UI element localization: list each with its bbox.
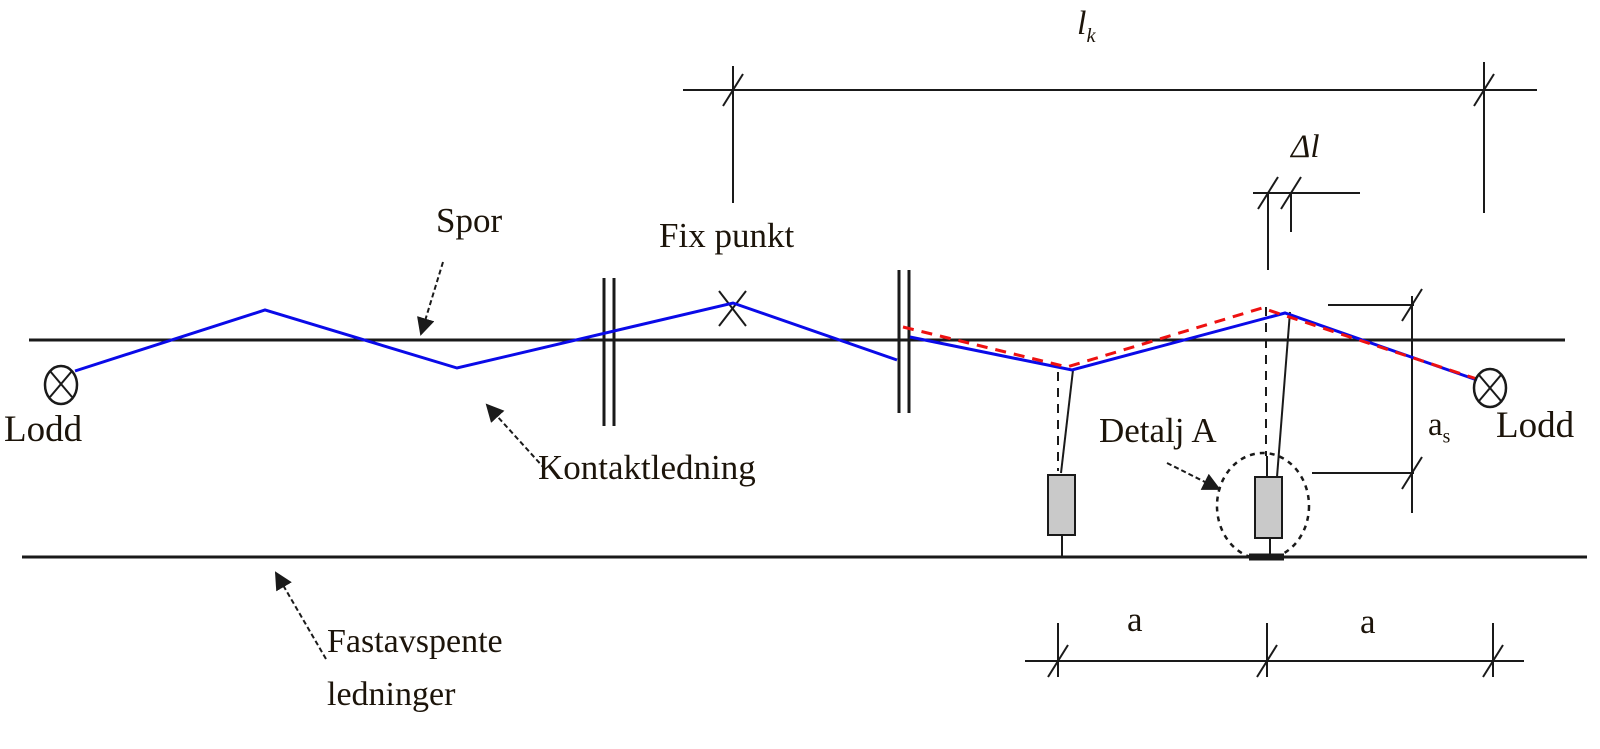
lk-slash-right bbox=[1473, 73, 1495, 107]
weight-label-right-text: Lodd bbox=[1496, 405, 1575, 446]
lodd-left-x-stroke-2 bbox=[49, 370, 73, 398]
contact-wire-right-section bbox=[909, 311, 1478, 382]
suspension-2-solid bbox=[1276, 311, 1291, 478]
track-label-text: Spor bbox=[436, 201, 503, 240]
a-slash-mid bbox=[1256, 644, 1278, 678]
dimension-label-delta-l: Δl bbox=[1291, 130, 1320, 165]
displaced-wire-dashed bbox=[902, 306, 1478, 381]
kontaktledning-leader-arrow bbox=[485, 403, 546, 470]
delta-l-slash-right bbox=[1280, 176, 1302, 210]
dimension-label-delta-l-text: Δl bbox=[1291, 129, 1320, 165]
dimension-label-a-right-text: a bbox=[1360, 602, 1376, 641]
dimension-label-lk: lk bbox=[1077, 5, 1096, 46]
dimension-label-lk-main: l bbox=[1077, 5, 1087, 42]
dimension-label-a-left: a bbox=[1127, 600, 1143, 639]
wire-clamp-2 bbox=[1254, 476, 1283, 539]
fixpoint-label-text: Fix punkt bbox=[659, 216, 795, 255]
fixpoint-label: Fix punkt bbox=[659, 216, 795, 255]
as-slash-bottom bbox=[1401, 456, 1423, 490]
a-slash-left bbox=[1047, 644, 1069, 678]
dimension-label-as-main: a bbox=[1428, 407, 1443, 443]
a-slash-right bbox=[1482, 644, 1504, 678]
dimension-label-lk-sub: k bbox=[1086, 24, 1096, 47]
delta-l-slash-left bbox=[1257, 176, 1279, 210]
track-label: Spor bbox=[436, 201, 503, 240]
fixed-tensioned-wires-label: Fastavspente ledninger bbox=[327, 615, 503, 721]
lodd-right-x-stroke-2 bbox=[1478, 374, 1502, 402]
as-slash-top bbox=[1401, 288, 1423, 322]
detail-a-label: Detalj A bbox=[1099, 411, 1217, 450]
detalj-a-circle bbox=[1215, 451, 1311, 561]
dimension-label-as-sub: s bbox=[1442, 425, 1451, 448]
contact-wire-label-text: Kontaktledning bbox=[538, 448, 756, 487]
dimension-label-a-left-text: a bbox=[1127, 600, 1143, 639]
dimension-label-a-right: a bbox=[1360, 602, 1376, 641]
detalj-a-leader-arrow bbox=[1166, 462, 1221, 490]
fixed-tensioned-wires-label-line2: ledninger bbox=[327, 676, 456, 713]
lodd-right-circle bbox=[1472, 367, 1508, 409]
dimension-label-as: as bbox=[1428, 407, 1450, 447]
weight-label-left: Lodd bbox=[4, 409, 83, 450]
dropper-1-solid bbox=[1060, 369, 1074, 474]
fastavspente-leader-arrow bbox=[274, 571, 327, 660]
detail-a-label-text: Detalj A bbox=[1099, 411, 1217, 450]
contact-wire-label: Kontaktledning bbox=[538, 448, 756, 487]
spor-leader-arrow bbox=[417, 261, 444, 336]
wire-clamp-1 bbox=[1047, 474, 1076, 536]
fixpunkt-x-stroke-2 bbox=[718, 290, 747, 327]
fixed-tensioned-wires-label-line1: Fastavspente bbox=[327, 623, 503, 660]
lodd-left-circle bbox=[43, 364, 79, 406]
contact-wire-left-section bbox=[74, 301, 898, 373]
lk-slash-left bbox=[722, 73, 744, 107]
weight-label-right: Lodd bbox=[1496, 405, 1575, 446]
weight-label-left-text: Lodd bbox=[4, 409, 83, 450]
